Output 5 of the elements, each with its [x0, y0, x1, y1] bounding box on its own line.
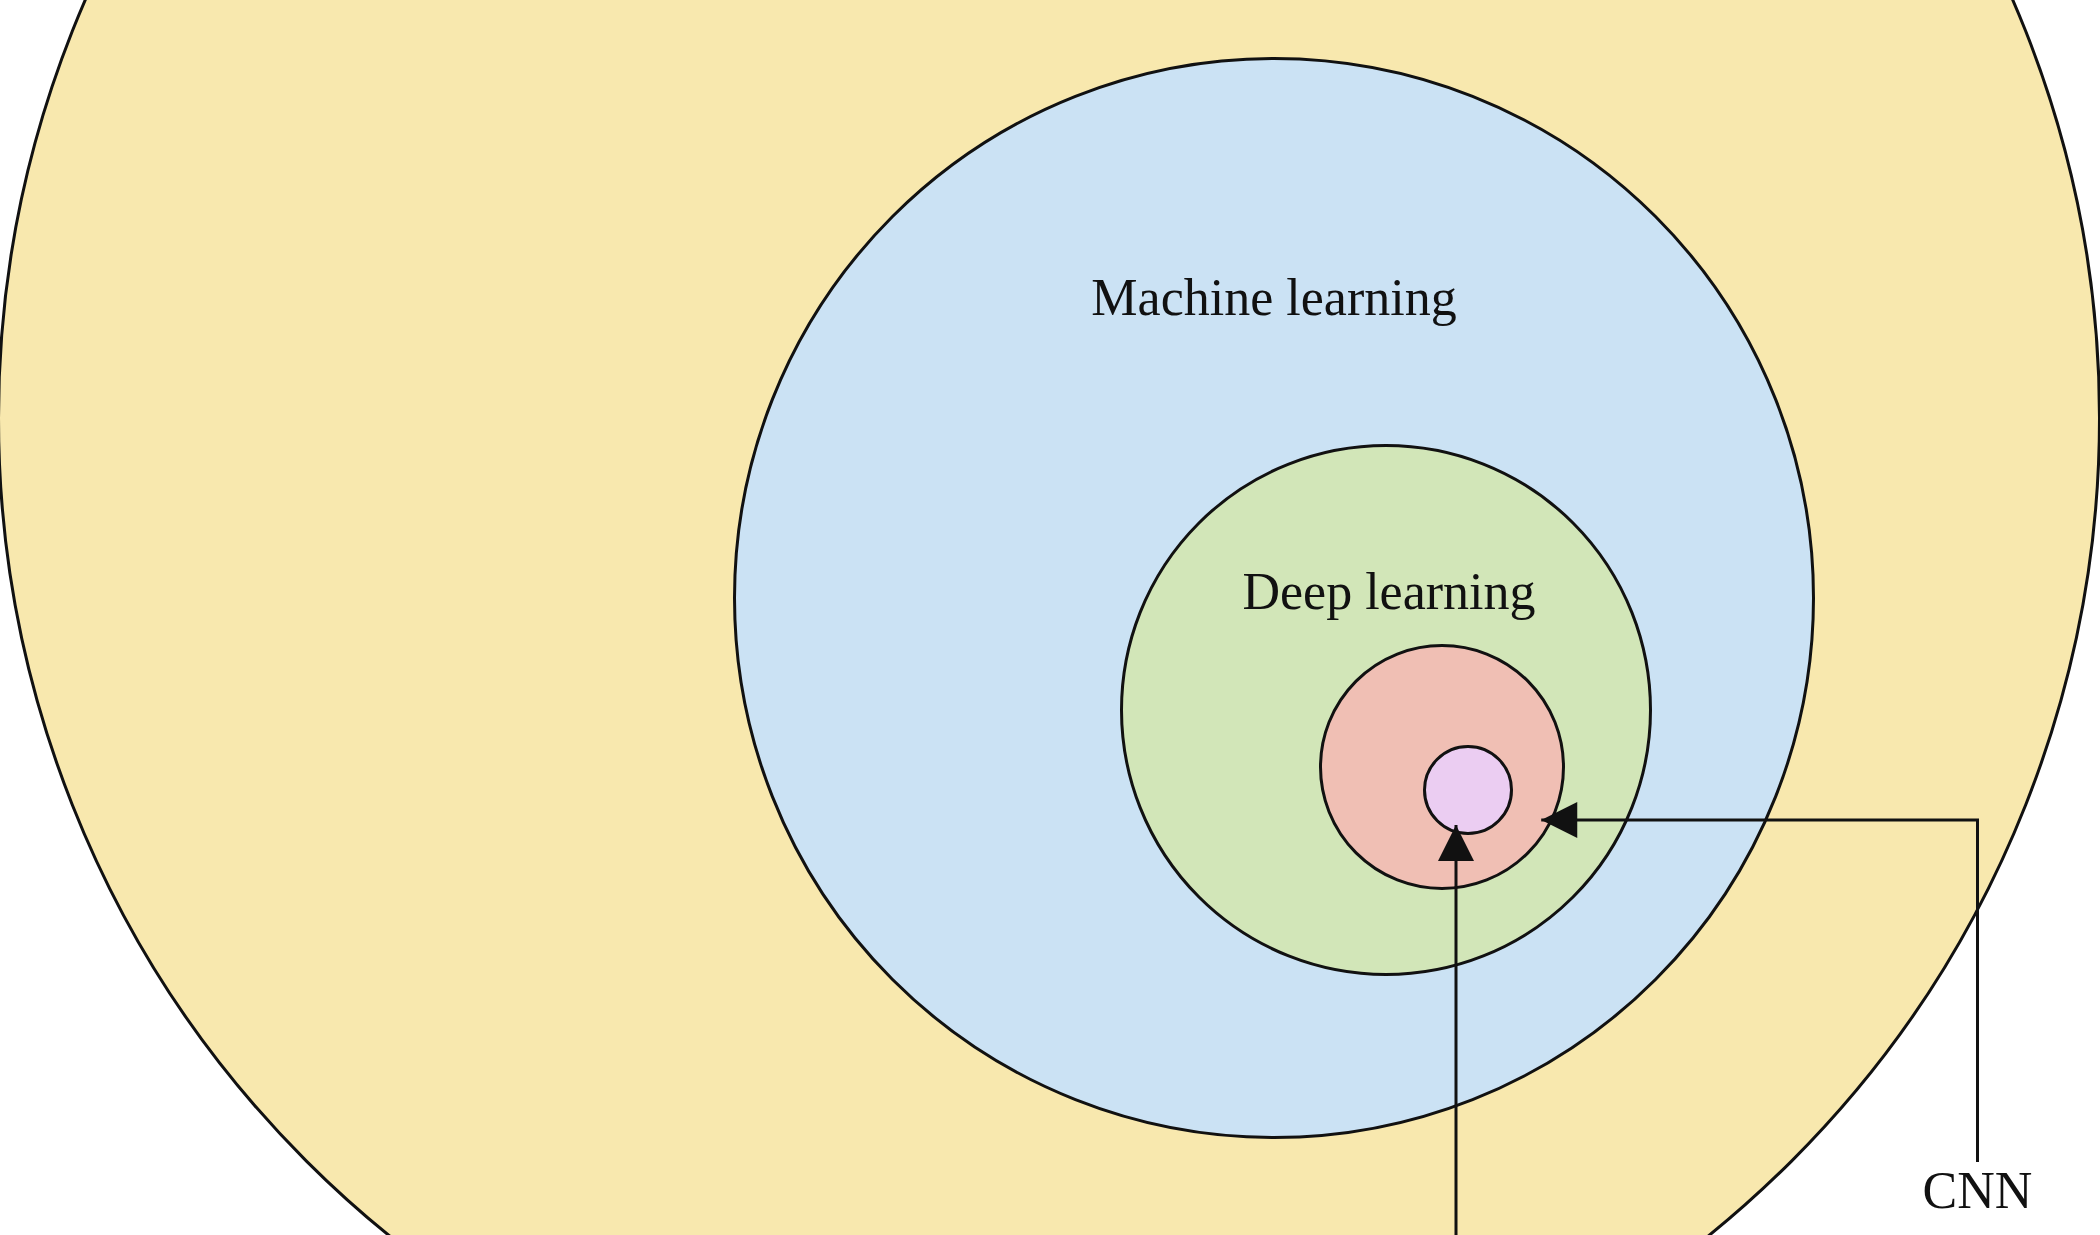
leader-arrow — [1541, 802, 1979, 1162]
region-label: Deep learning — [1242, 563, 1536, 621]
leader-arrow — [1438, 825, 1474, 1235]
leader-label: CNN — [1922, 1162, 2033, 1220]
region-label: Machine learning — [1091, 269, 1457, 327]
